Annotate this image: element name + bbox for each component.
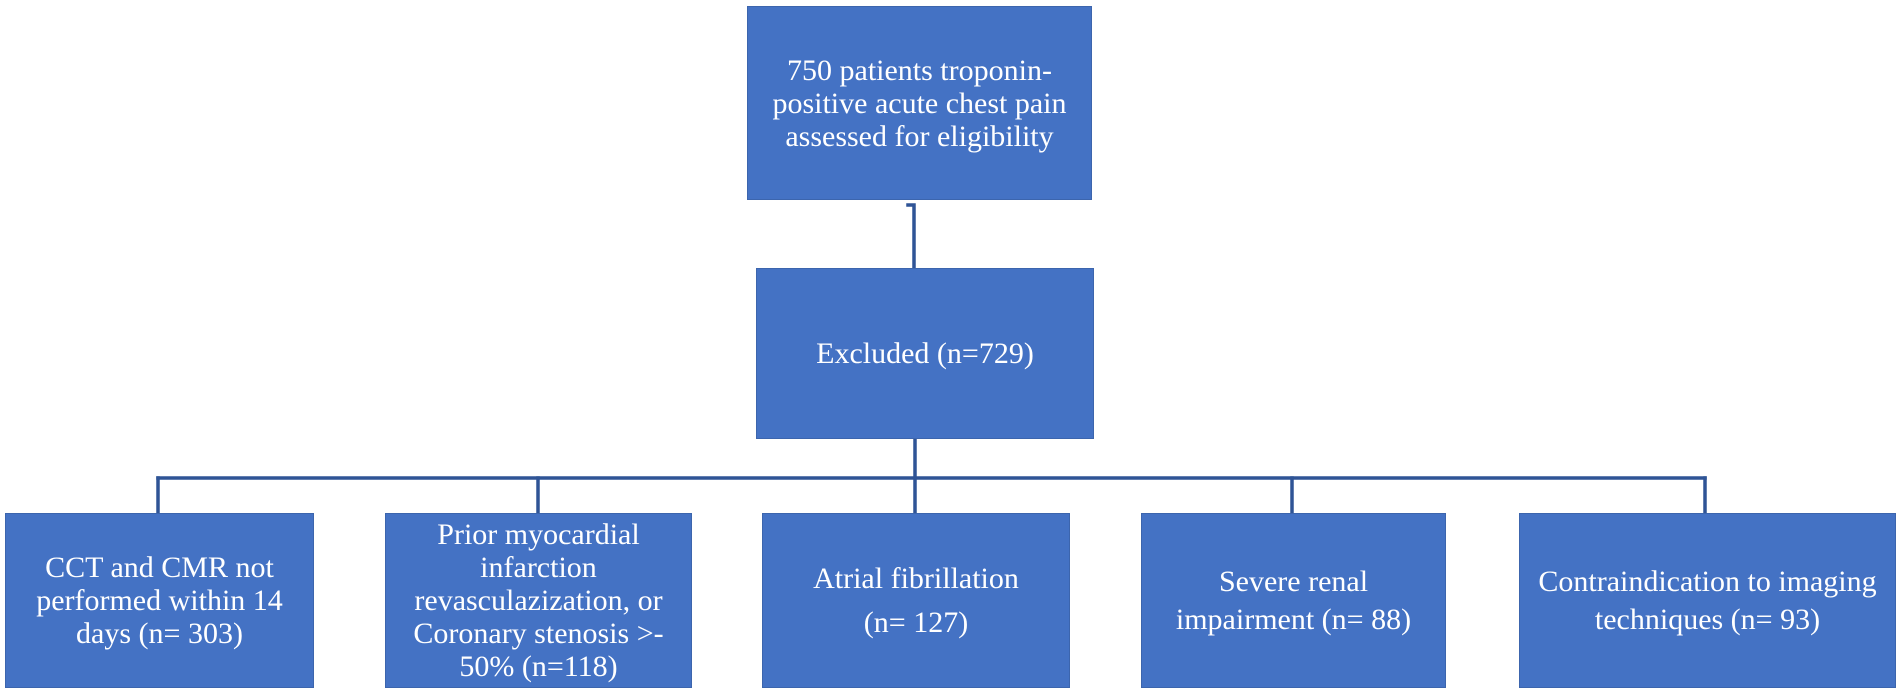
node-excluded: Excluded (n=729): [756, 268, 1094, 439]
node-assessed-for-eligibility: 750 patients troponin- positive acute ch…: [747, 6, 1092, 200]
node-reason-3-label: Atrial fibrillation (n= 127): [813, 562, 1019, 639]
node-assessed-for-eligibility-label: 750 patients troponin- positive acute ch…: [772, 53, 1067, 153]
node-reason-atrial-fibrillation: Atrial fibrillation (n= 127): [762, 513, 1070, 688]
node-reason-cct-cmr-not-performed: CCT and CMR not performed within 14 days…: [5, 513, 314, 688]
connector-top-to-excluded: [906, 203, 916, 270]
node-reason-4-label: Severe renal impairment (n= 88): [1175, 565, 1412, 636]
node-excluded-label: Excluded (n=729): [816, 337, 1034, 370]
node-reason-2-label: Prior myocardial infarction revasculaziz…: [413, 518, 664, 683]
node-reason-severe-renal-impairment: Severe renal impairment (n= 88): [1141, 513, 1446, 688]
node-reason-5-label: Contraindication to imaging techniques (…: [1538, 565, 1877, 636]
node-reason-contraindication-imaging: Contraindication to imaging techniques (…: [1519, 513, 1896, 688]
node-reason-prior-mi-revascularization: Prior myocardial infarction revasculaziz…: [385, 513, 692, 688]
node-reason-1-label: CCT and CMR not performed within 14 days…: [36, 551, 283, 650]
